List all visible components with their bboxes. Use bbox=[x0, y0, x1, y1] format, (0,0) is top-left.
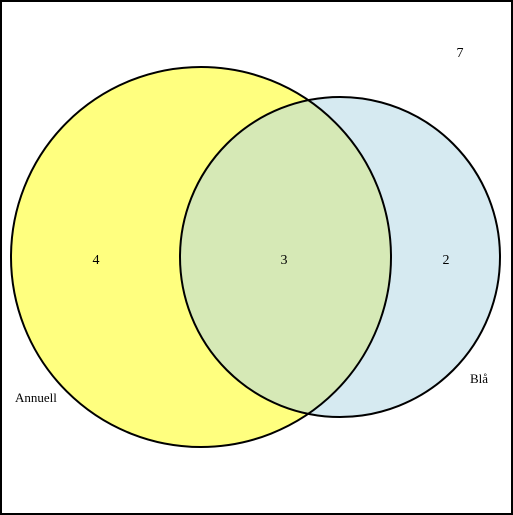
set-annuell-outline bbox=[10, 66, 392, 448]
universe-count: 7 bbox=[457, 46, 464, 61]
region-only-annuell-count: 4 bbox=[93, 253, 100, 268]
set-bla-outline bbox=[179, 96, 501, 418]
intersection-region bbox=[180, 97, 391, 417]
region-both-count: 3 bbox=[281, 253, 288, 268]
set-bla-label: Blå bbox=[470, 371, 488, 386]
region-only-bla-count: 2 bbox=[443, 253, 450, 268]
set-annuell-label: Annuell bbox=[15, 390, 57, 405]
